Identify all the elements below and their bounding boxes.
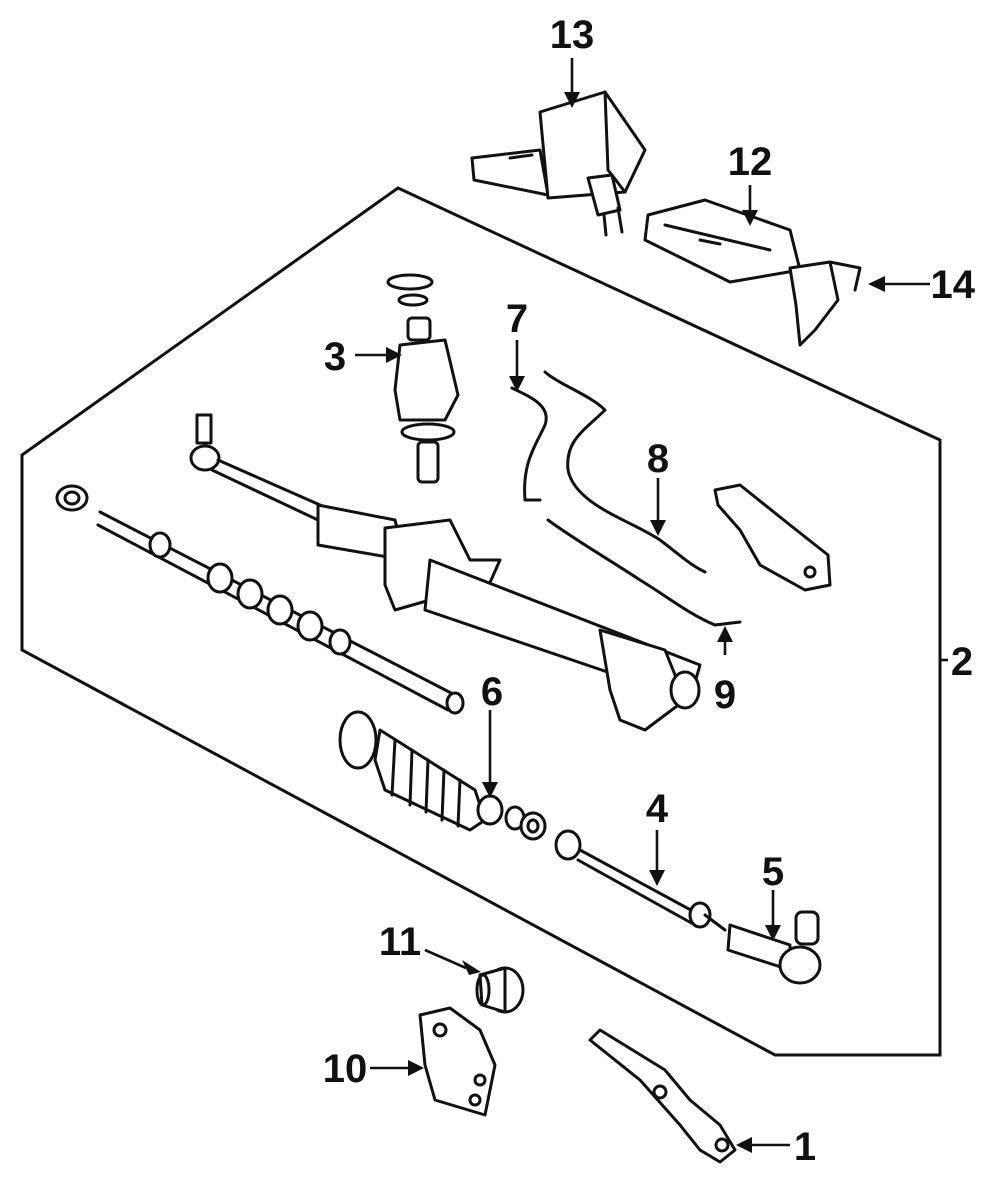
part-13-bracket[interactable] (470, 90, 647, 237)
callout-13: 13 (550, 13, 595, 57)
leader-lines (355, 58, 948, 1153)
part-7-hydraulic-line[interactable] (510, 386, 548, 502)
part-11-bushing[interactable] (475, 966, 525, 1014)
callout-3: 3 (324, 335, 346, 379)
callout-9: 9 (714, 673, 736, 717)
callout-2: 2 (951, 640, 973, 684)
callout-labels: 13 12 14 3 7 8 9 2 6 4 5 11 10 1 (323, 13, 976, 1169)
callout-14: 14 (931, 263, 976, 307)
callout-8: 8 (647, 437, 669, 481)
callout-7: 7 (506, 297, 528, 341)
callout-12: 12 (728, 140, 773, 184)
part-5-outer-tie-rod-end[interactable] (726, 910, 822, 985)
rack-housing[interactable] (189, 413, 702, 732)
part-4-inner-tie-rod[interactable] (554, 829, 727, 932)
pinion-shaft[interactable] (55, 484, 465, 715)
part-9-return-line[interactable] (546, 518, 742, 627)
callout-4: 4 (646, 787, 669, 831)
callout-11: 11 (379, 920, 421, 964)
part-6-boot-kit[interactable] (338, 710, 547, 841)
callout-6: 6 (481, 670, 503, 714)
callout-5: 5 (762, 850, 784, 894)
part-1-pitman-arm[interactable] (588, 1028, 737, 1164)
part-10-mount-bracket[interactable] (418, 1006, 497, 1117)
assembly-outline (20, 186, 942, 1057)
part-3-pinion-valve-housing[interactable] (386, 273, 460, 484)
callout-10: 10 (323, 1047, 368, 1091)
rack-mount-bracket[interactable] (713, 483, 832, 592)
part-8-pressure-line[interactable] (543, 370, 707, 574)
callout-1: 1 (794, 1125, 816, 1169)
part-12-heat-shield[interactable] (643, 198, 862, 347)
